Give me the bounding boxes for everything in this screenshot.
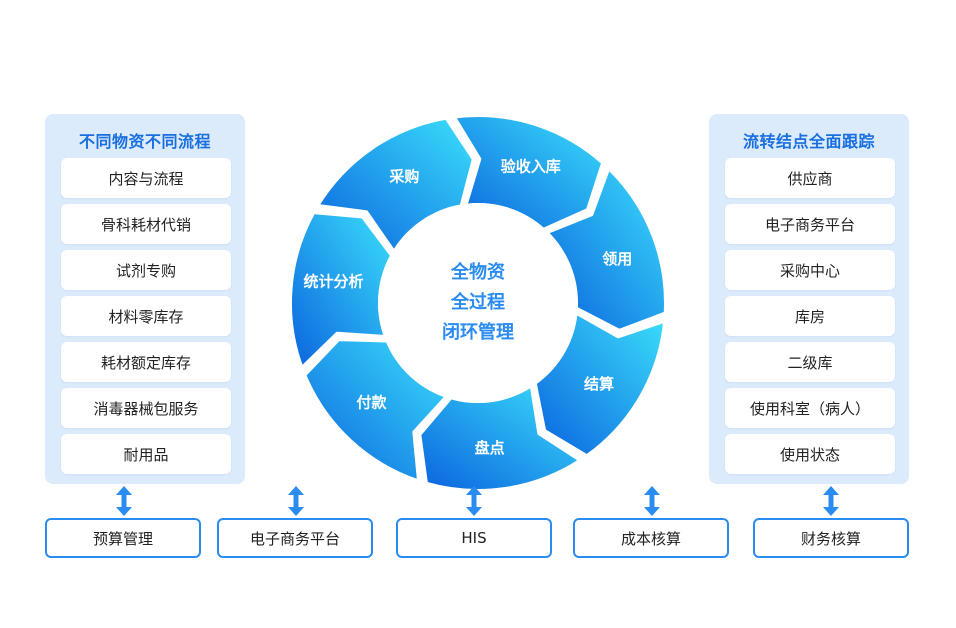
cycle-segment-label: 领用 (601, 250, 632, 268)
double-headed-arrow-icon (644, 486, 660, 516)
double-headed-arrow-icon (466, 486, 482, 516)
double-headed-arrow-icon (288, 486, 304, 516)
right-item: 使用状态 (725, 434, 895, 474)
cycle-segment-label: 付款 (356, 393, 387, 411)
left-item: 耐用品 (61, 434, 231, 474)
left-item: 骨科耗材代销 (61, 204, 231, 244)
cycle-segment-label: 盘点 (475, 439, 505, 457)
bottom-box-finance: 财务核算 (753, 518, 909, 558)
right-item: 供应商 (725, 158, 895, 198)
right-item: 电子商务平台 (725, 204, 895, 244)
right-item: 二级库 (725, 342, 895, 382)
right-item: 库房 (725, 296, 895, 336)
cycle-segment-label: 统计分析 (303, 273, 363, 291)
right-panel: 流转结点全面跟踪 供应商 电子商务平台 采购中心 库房 二级库 使用科室（病人）… (709, 114, 909, 484)
cycle-segment-label: 验收入库 (501, 157, 561, 175)
left-item: 消毒器械包服务 (61, 388, 231, 428)
left-item: 内容与流程 (61, 158, 231, 198)
center-label-line-1: 全物资 (450, 261, 505, 283)
right-item: 使用科室（病人） (725, 388, 895, 428)
bottom-box-his: HIS (396, 518, 552, 558)
center-label-line-2: 全过程 (450, 291, 505, 313)
cycle-segment-label: 采购 (388, 167, 419, 185)
left-panel: 不同物资不同流程 内容与流程 骨科耗材代销 试剂专购 材料零库存 耗材额定库存 … (45, 114, 245, 484)
double-headed-arrow-icon (116, 486, 132, 516)
right-item: 采购中心 (725, 250, 895, 290)
left-panel-title: 不同物资不同流程 (78, 132, 211, 151)
center-label-line-3: 闭环管理 (442, 321, 514, 343)
double-headed-arrow-icon (823, 486, 839, 516)
bottom-box-ecommerce: 电子商务平台 (217, 518, 373, 558)
bottom-box-budget: 预算管理 (45, 518, 201, 558)
left-item: 试剂专购 (61, 250, 231, 290)
cycle-segment-label: 结算 (584, 375, 614, 393)
left-item: 耗材额定库存 (61, 342, 231, 382)
right-panel-title: 流转结点全面跟踪 (742, 132, 875, 151)
left-item: 材料零库存 (61, 296, 231, 336)
center-circle (378, 203, 578, 403)
bottom-box-cost: 成本核算 (573, 518, 729, 558)
